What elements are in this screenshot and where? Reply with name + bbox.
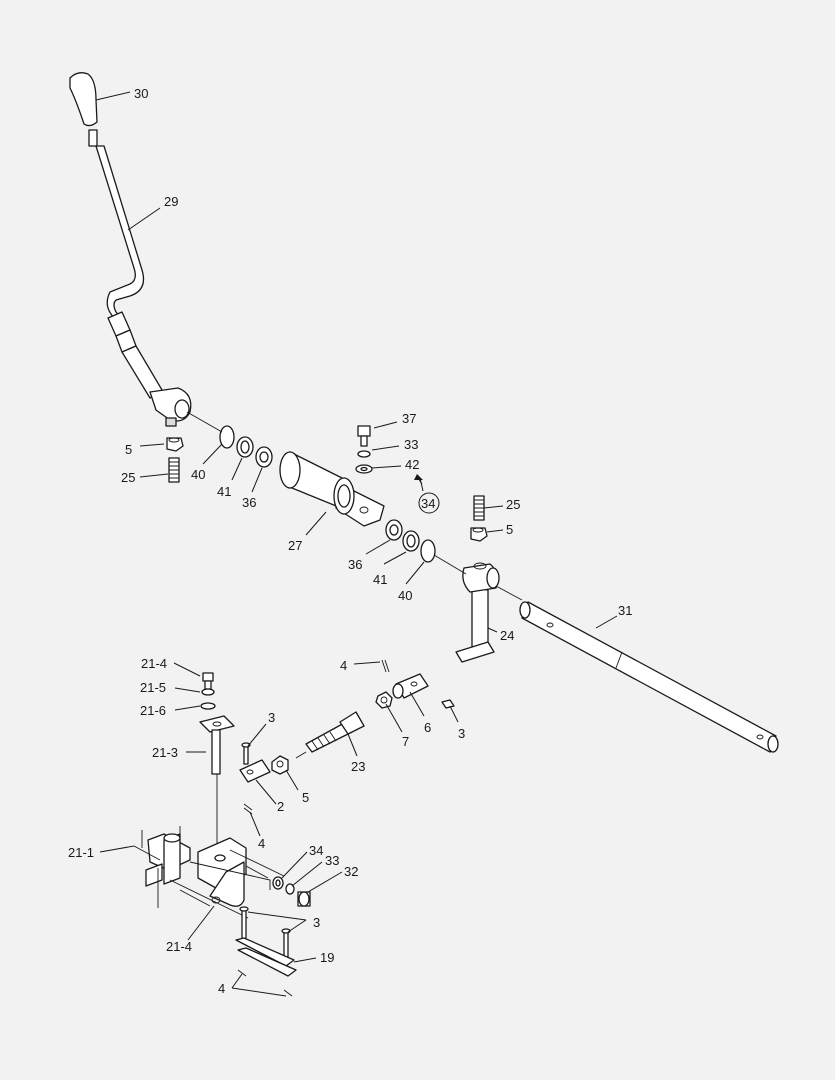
callout-label: 2 <box>277 799 284 814</box>
callout-label: 4 <box>258 836 265 851</box>
knob-part <box>69 72 98 147</box>
callout-label: 27 <box>288 538 302 553</box>
callout-label: 36 <box>242 495 256 510</box>
nut-part <box>271 755 289 775</box>
callout-label: 19 <box>320 950 334 965</box>
retaining-ring-part <box>219 425 235 449</box>
callout-label: 21-3 <box>152 745 178 760</box>
callout-label: 30 <box>134 86 148 101</box>
lock-washer-part <box>285 883 295 895</box>
flat-washer-part <box>355 464 373 474</box>
clevis-pin-part <box>239 906 249 941</box>
callout-label: 37 <box>402 411 416 426</box>
clevis-pin-part <box>241 742 251 765</box>
callout-label: 21-4 <box>166 939 192 954</box>
arrow-icon <box>414 474 423 480</box>
washer-part <box>272 876 284 890</box>
callout-label: 21-6 <box>140 703 166 718</box>
callout-label: 36 <box>348 557 362 572</box>
callout-label: 25 <box>121 470 135 485</box>
callout-label: 5 <box>506 522 513 537</box>
clevis-pin-part <box>441 699 455 709</box>
callout-label: 23 <box>351 759 365 774</box>
pivot-bracket-part <box>279 451 385 527</box>
callout-label: 34 <box>421 496 435 511</box>
callout-label: 29 <box>164 194 178 209</box>
pivot-pin-part <box>199 715 235 775</box>
nut-part <box>166 437 184 452</box>
clevis-part <box>239 759 271 783</box>
callout-label: 7 <box>402 734 409 749</box>
cotter-pin-part <box>237 969 293 997</box>
set-screw-part <box>473 495 485 521</box>
link-part <box>235 937 297 977</box>
callout-label: 5 <box>125 442 132 457</box>
callout-label: 21-5 <box>140 680 166 695</box>
callout-label: 24 <box>500 628 514 643</box>
washer-part <box>236 436 254 458</box>
nut-part <box>470 527 488 542</box>
spacer-part <box>255 446 273 468</box>
callout-label: 3 <box>458 726 465 741</box>
shaft-part <box>519 601 779 753</box>
washer-part <box>402 530 420 552</box>
bolt-part <box>202 672 214 690</box>
callout-label: 41 <box>217 484 231 499</box>
callout-label: 21-1 <box>68 845 94 860</box>
callout-label: 21-4 <box>141 656 167 671</box>
callout-label: 3 <box>268 710 275 725</box>
callout-label: 31 <box>618 603 632 618</box>
callout-label: 4 <box>218 981 225 996</box>
set-screw-part <box>168 457 180 483</box>
clevis-part <box>392 673 429 699</box>
reference-circle <box>418 492 440 514</box>
callout-label: 5 <box>302 790 309 805</box>
bracket-assembly-part <box>133 826 285 919</box>
callout-label: 33 <box>404 437 418 452</box>
bolt-part <box>297 891 311 907</box>
callout-label: 40 <box>191 467 205 482</box>
callout-label: 4 <box>340 658 347 673</box>
cotter-pin-part <box>243 803 253 815</box>
retaining-ring-part <box>420 539 436 563</box>
callout-label: 34 <box>309 843 323 858</box>
callout-label: 33 <box>325 853 339 868</box>
callout-label: 41 <box>373 572 387 587</box>
threaded-rod-part <box>305 711 365 753</box>
bolt-part <box>357 425 371 447</box>
shift-arm-part <box>455 562 500 663</box>
lock-washer-part <box>357 450 371 458</box>
leader-lines <box>95 91 618 997</box>
jam-nut-part <box>375 691 393 709</box>
lock-washer-part <box>201 688 215 696</box>
flat-washer-part <box>200 702 216 710</box>
spacer-part <box>385 519 403 541</box>
cotter-pin-part <box>381 659 390 673</box>
callout-label: 3 <box>313 915 320 930</box>
callout-labels: 30 29 5 25 40 41 36 37 33 42 34 25 5 27 … <box>68 86 632 996</box>
callout-label: 40 <box>398 588 412 603</box>
callout-label: 6 <box>424 720 431 735</box>
lever-rod-part <box>95 145 192 427</box>
callout-label: 25 <box>506 497 520 512</box>
callout-label: 32 <box>344 864 358 879</box>
callout-label: 42 <box>405 457 419 472</box>
